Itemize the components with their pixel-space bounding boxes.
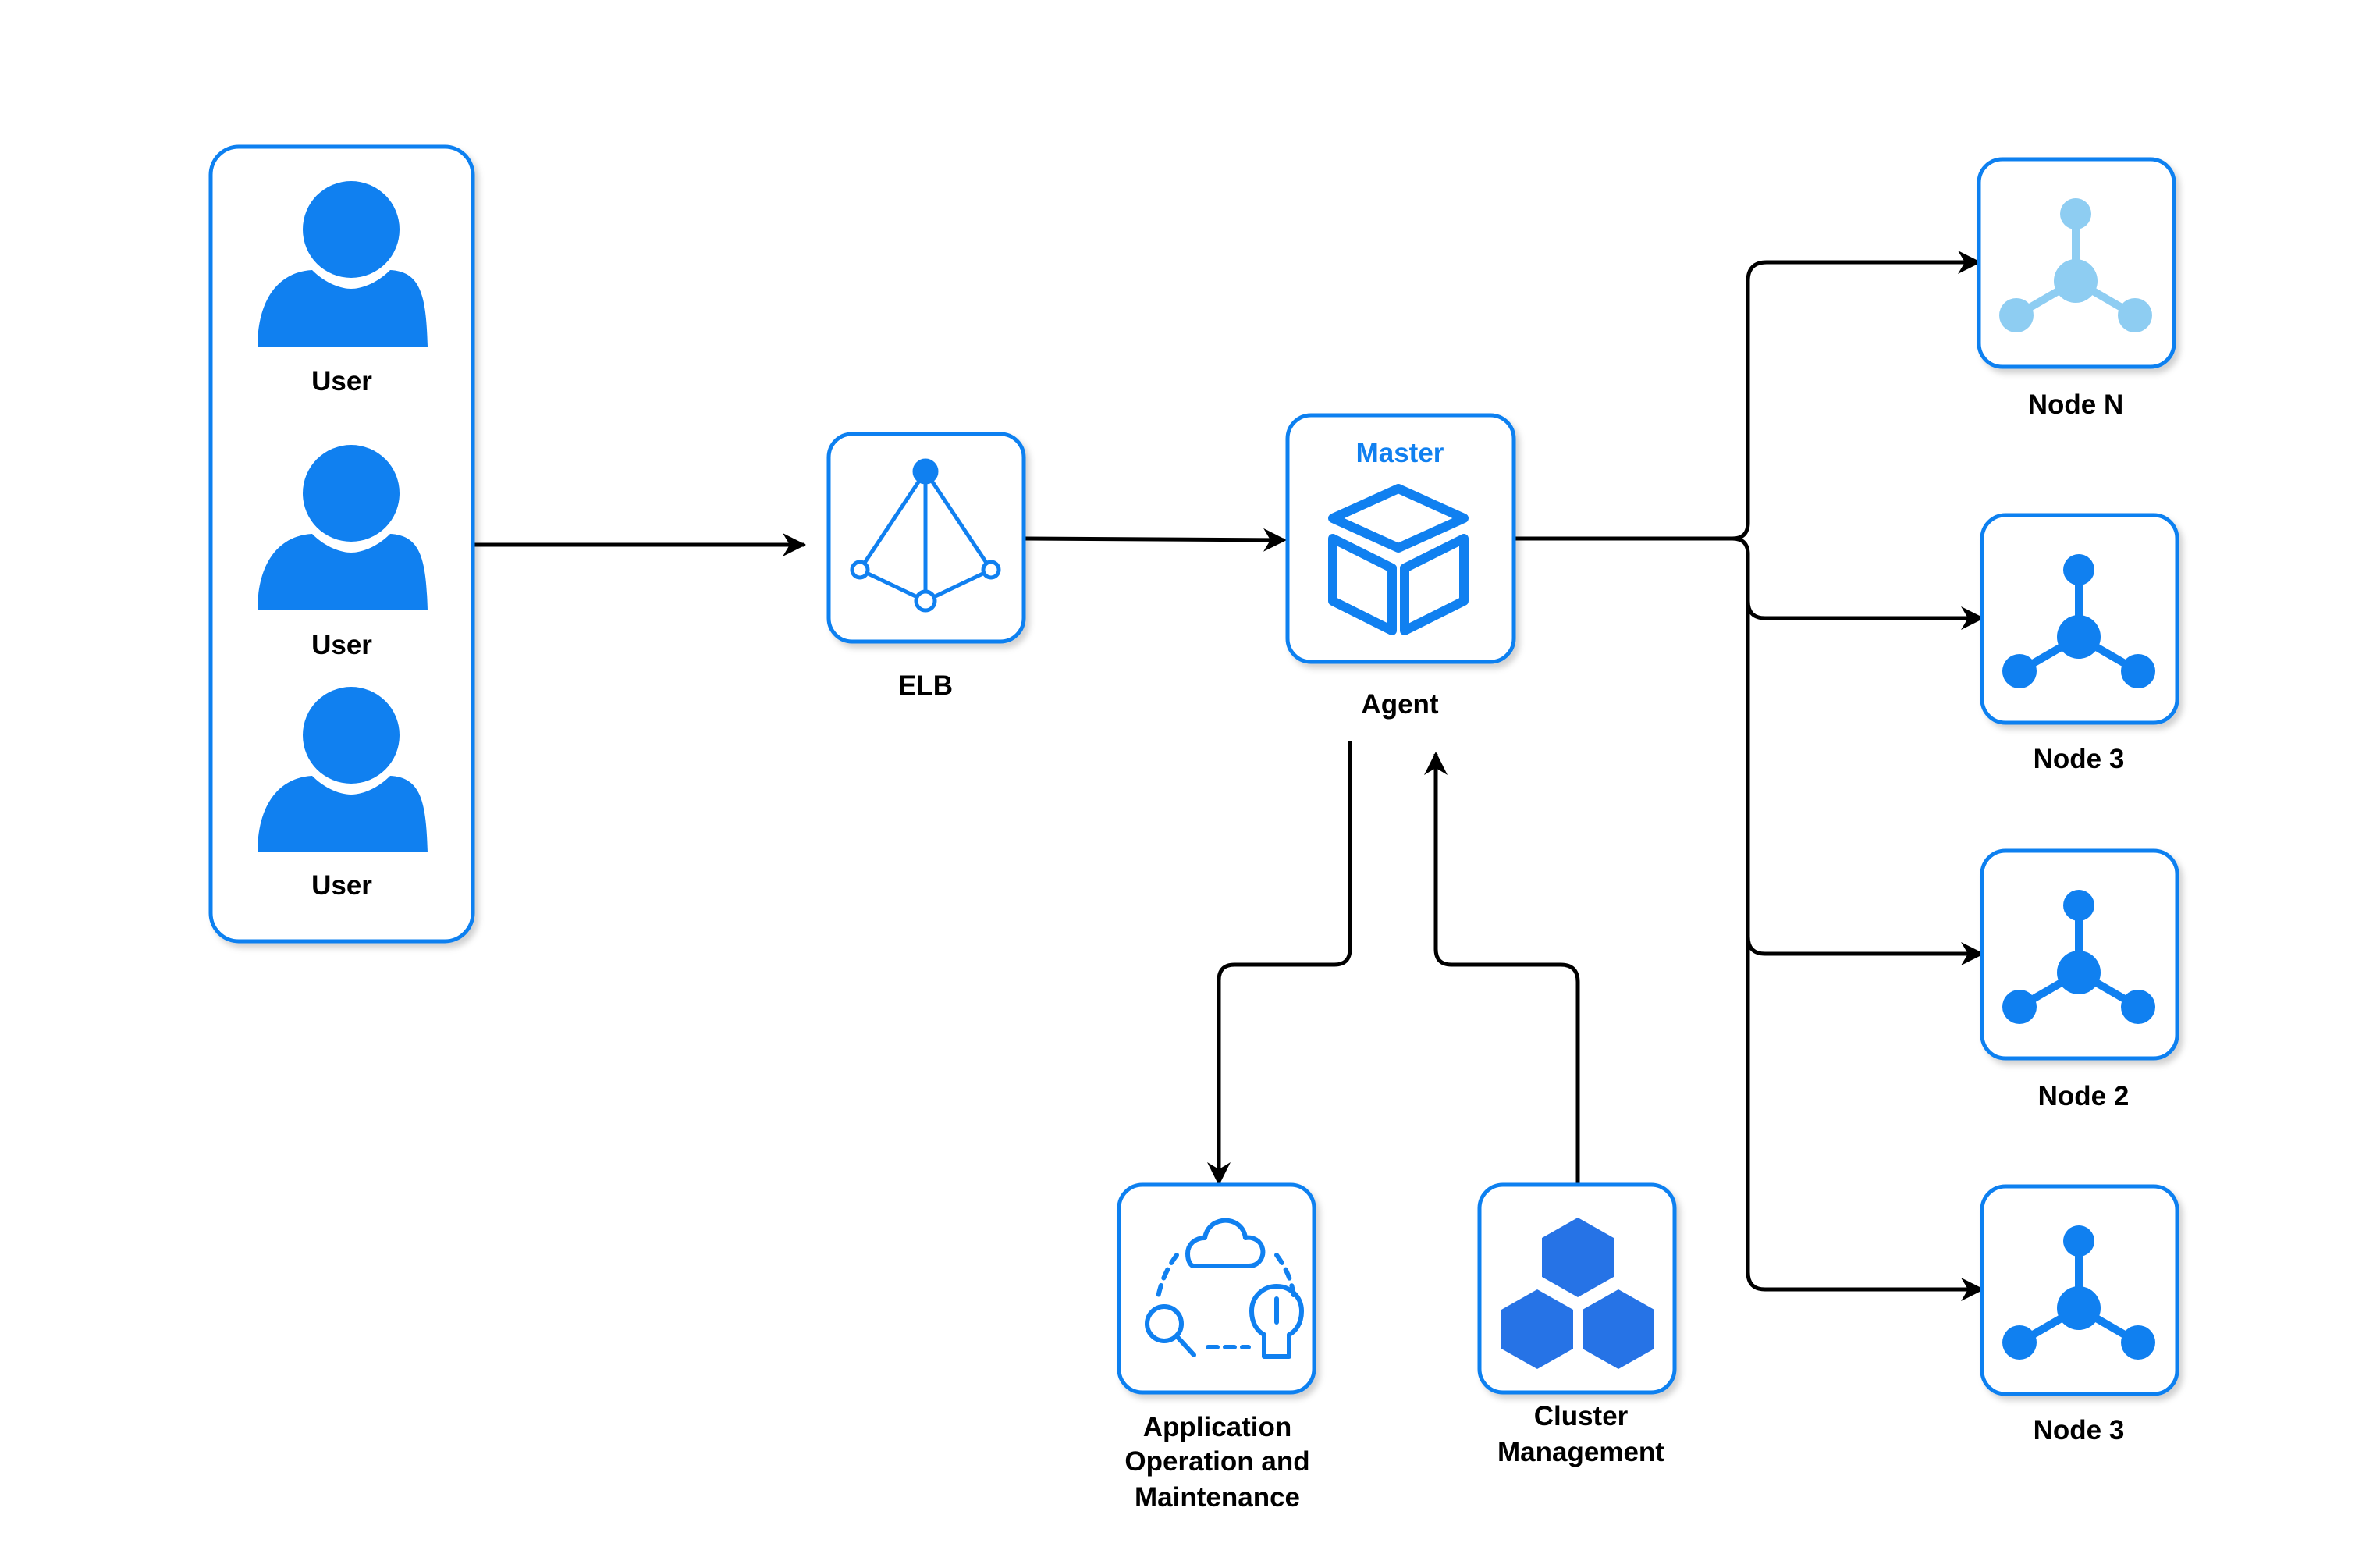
users-group[interactable]: User User User	[208, 144, 475, 944]
hexagon-cluster-icon	[1501, 1218, 1654, 1369]
user-icon	[258, 181, 428, 347]
agent-node[interactable]: Master Agent	[1285, 413, 1516, 720]
elb-label: ELB	[898, 670, 953, 701]
connector-agent-to-node-n	[1514, 251, 1981, 541]
user-label: User	[311, 870, 372, 901]
connector-cluster-to-agent	[1424, 752, 1580, 1186]
node-3-upper[interactable]: Node 3	[1980, 513, 2179, 774]
app-ops-label-line3: Maintenance	[1135, 1482, 1300, 1513]
cluster-label-line1: Cluster	[1534, 1401, 1629, 1431]
connector-agent-to-app-ops	[1207, 741, 1352, 1186]
elb-node[interactable]: ELB	[826, 432, 1026, 701]
connector-agent-to-node-3-lower	[1746, 937, 1984, 1301]
node-3-lower[interactable]: Node 3	[1980, 1184, 2179, 1445]
load-balancer-icon	[850, 458, 1001, 613]
cloud-search-wrench-icon	[1145, 1218, 1304, 1359]
agent-label: Agent	[1361, 689, 1439, 720]
connector-elb-to-agent	[1025, 528, 1287, 552]
cluster-node[interactable]: Cluster Management	[1477, 1182, 1677, 1467]
cluster-label-line2: Management	[1497, 1437, 1664, 1467]
app-ops-label-line2: Operation and	[1124, 1446, 1309, 1477]
node-n[interactable]: Node N	[1977, 157, 2176, 420]
app-ops-label-line1: Application	[1143, 1412, 1292, 1442]
cube-icon	[1328, 484, 1469, 635]
node-3-lower-label: Node 3	[2034, 1415, 2125, 1445]
node-icon	[1999, 198, 2152, 332]
user-icon	[258, 445, 428, 610]
connectors	[473, 251, 1984, 1301]
user-label: User	[311, 630, 372, 660]
node-3-upper-label: Node 3	[2034, 744, 2125, 774]
node-2[interactable]: Node 2	[1980, 848, 2179, 1111]
connector-agent-to-node-3-upper	[1732, 536, 1984, 630]
user-label: User	[311, 366, 372, 396]
node-n-label: Node N	[2028, 389, 2124, 420]
node-icon	[2002, 1225, 2155, 1360]
master-label: Master	[1356, 438, 1444, 468]
node-2-label: Node 2	[2038, 1081, 2130, 1111]
app-ops-node[interactable]: Application Operation and Maintenance	[1117, 1182, 1316, 1513]
node-icon	[2002, 554, 2155, 688]
node-icon	[2002, 890, 2155, 1024]
user-icon	[258, 687, 428, 852]
connector-agent-to-node-2	[1746, 601, 1984, 965]
